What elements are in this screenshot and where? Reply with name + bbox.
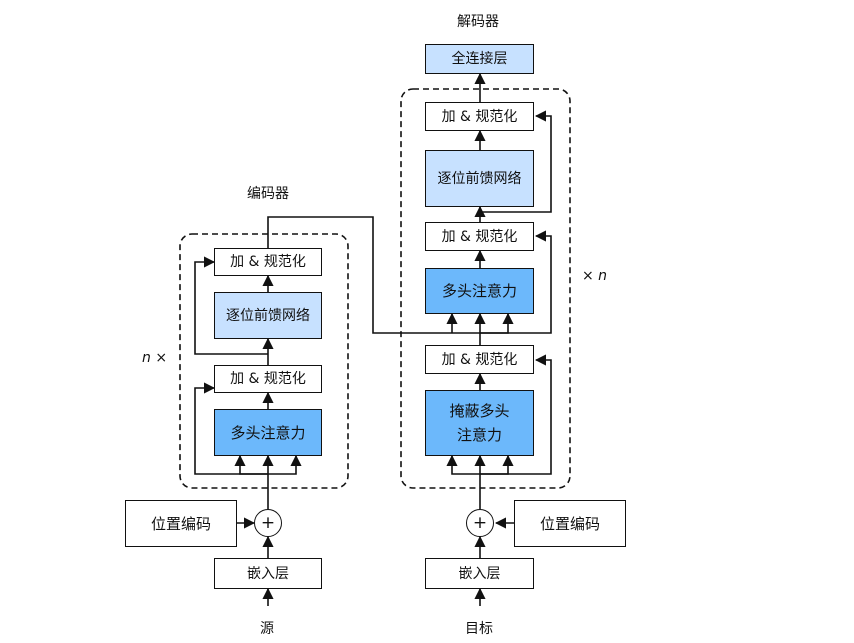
encoder-add-icon: + bbox=[254, 509, 282, 537]
decoder-add-icon: + bbox=[466, 509, 494, 537]
dec-residual-2 bbox=[480, 230, 552, 334]
decoder-masked-mha-block: 掩蔽多头 注意力 bbox=[425, 390, 534, 456]
encoder-embedding: 嵌入层 bbox=[214, 558, 322, 589]
enc-arrow-q bbox=[234, 454, 268, 475]
encoder-repeat-frame bbox=[179, 233, 349, 489]
dec-arrow-masked-v bbox=[480, 454, 514, 475]
decoder-title: 解码器 bbox=[457, 14, 499, 30]
decoder-ffn-block: 逐位前馈网络 bbox=[425, 150, 534, 207]
decoder-embedding: 嵌入层 bbox=[425, 558, 534, 589]
decoder-mha-block: 多头注意力 bbox=[425, 268, 534, 314]
decoder-add-norm-3: 加 & 规范化 bbox=[425, 102, 534, 131]
dec-residual-1 bbox=[480, 354, 552, 475]
decoder-repeat-frame bbox=[400, 88, 571, 489]
decoder-input-label: 目标 bbox=[465, 621, 493, 637]
decoder-add-norm-1: 加 & 规范化 bbox=[425, 345, 534, 374]
encoder-input-label: 源 bbox=[260, 621, 274, 637]
enc-residual-1 bbox=[194, 382, 268, 475]
enc-to-dec-memory bbox=[267, 216, 514, 334]
encoder-positional-encoding: 位置编码 bbox=[125, 500, 237, 547]
encoder-repeat-label: n × bbox=[142, 350, 168, 366]
encoder-title: 编码器 bbox=[247, 186, 289, 202]
enc-arrow-v bbox=[268, 454, 302, 475]
encoder-add-norm-bottom: 加 & 规范化 bbox=[214, 365, 322, 393]
enc-residual-2 bbox=[194, 256, 268, 355]
encoder-mha-block: 多头注意力 bbox=[214, 409, 322, 456]
decoder-dense-layer: 全连接层 bbox=[425, 44, 534, 74]
decoder-positional-encoding: 位置编码 bbox=[514, 500, 626, 547]
decoder-repeat-label: × n bbox=[582, 268, 608, 284]
encoder-ffn-block: 逐位前馈网络 bbox=[214, 292, 322, 339]
encoder-add-norm-top: 加 & 规范化 bbox=[214, 248, 322, 276]
decoder-add-norm-2: 加 & 规范化 bbox=[425, 222, 534, 251]
dec-arrow-masked-q bbox=[446, 454, 480, 475]
dec-residual-3 bbox=[480, 110, 552, 213]
